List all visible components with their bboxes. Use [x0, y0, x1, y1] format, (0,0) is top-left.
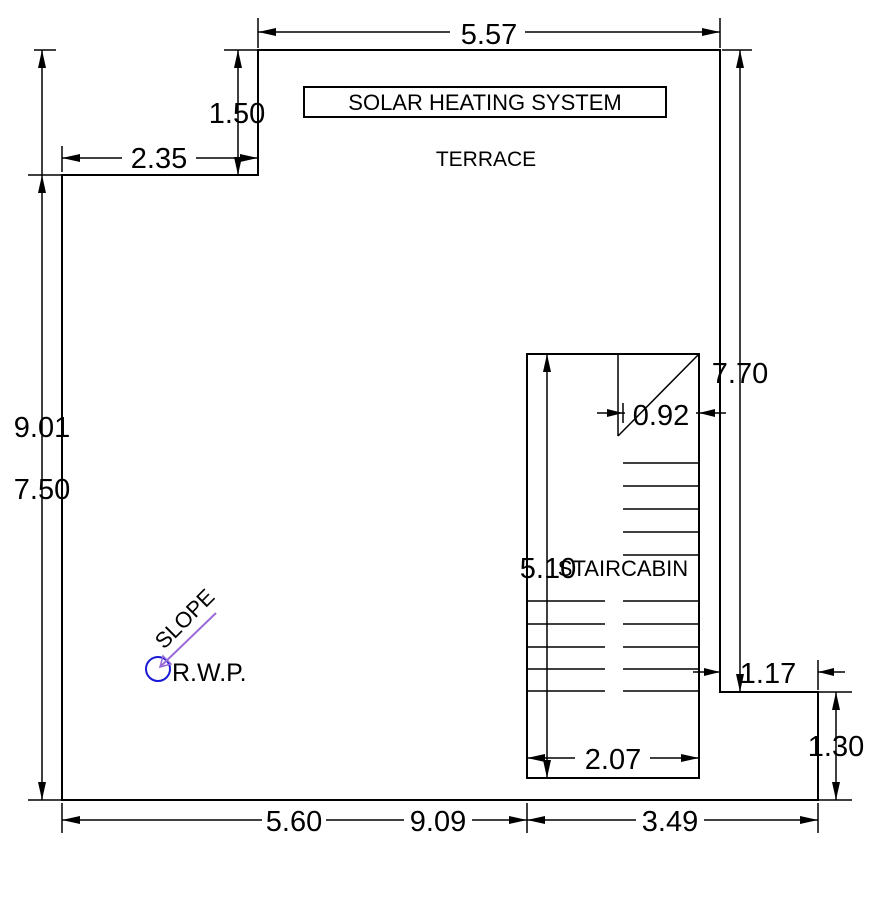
staircabin-label: STAIRCABIN [558, 556, 688, 581]
dim-notch-width: 2.35 [131, 143, 187, 175]
dim-right-step-width: 1.17 [740, 658, 796, 690]
stair-treads-lower-right [623, 600, 699, 692]
dim-right-step-height: 1.30 [808, 731, 864, 763]
dimension-stair-inner: 0.92 [597, 400, 726, 432]
stair-landing-diagonal [617, 353, 700, 437]
stair-cabin: STAIRCABIN [526, 353, 700, 779]
dim-left-total: 9.01 [14, 412, 70, 444]
dimension-notch-height: 1.50 [209, 49, 265, 175]
dim-top-width: 5.57 [461, 19, 517, 51]
rwp-label: R.W.P. [172, 659, 247, 687]
stair-treads-upper [623, 462, 699, 556]
dimension-notch-width: 2.35 [61, 143, 258, 175]
stair-cabin-outline [526, 353, 700, 779]
rwp-circle-icon [145, 656, 171, 682]
dim-right-height: 7.70 [712, 358, 768, 390]
dim-bottom-right: 3.49 [642, 806, 698, 838]
dimension-left: 9.01 7.50 [14, 49, 70, 801]
solar-heating-box [303, 86, 667, 118]
building-outline [61, 49, 819, 801]
dim-stair-width: 2.07 [585, 744, 641, 776]
dimension-stair-width: 2.07 [527, 744, 699, 776]
dim-stair-inner-width: 0.92 [633, 400, 689, 432]
dim-stair-height: 5.10 [520, 553, 576, 585]
slope-arrowhead-icon [158, 654, 173, 669]
dim-notch-height: 1.50 [209, 98, 265, 130]
terrace-label: TERRACE [436, 148, 536, 171]
dim-left-height: 7.50 [14, 474, 70, 506]
dimension-right-step-height: 1.30 [808, 691, 864, 801]
dim-bottom-left: 5.60 [266, 806, 322, 838]
slope-arrow [159, 612, 217, 668]
dimension-top: 5.57 [257, 18, 721, 51]
dimension-bottom: 5.60 9.09 3.49 [61, 803, 819, 838]
stair-treads-lower-left [527, 600, 605, 692]
dimension-stair-height: 5.10 [520, 354, 576, 778]
solar-heating-label: SOLAR HEATING SYSTEM [348, 90, 621, 115]
dim-bottom-total: 9.09 [410, 806, 466, 838]
dimension-right: 7.70 [712, 49, 768, 692]
dimension-right-step-width: 1.17 [693, 658, 845, 690]
